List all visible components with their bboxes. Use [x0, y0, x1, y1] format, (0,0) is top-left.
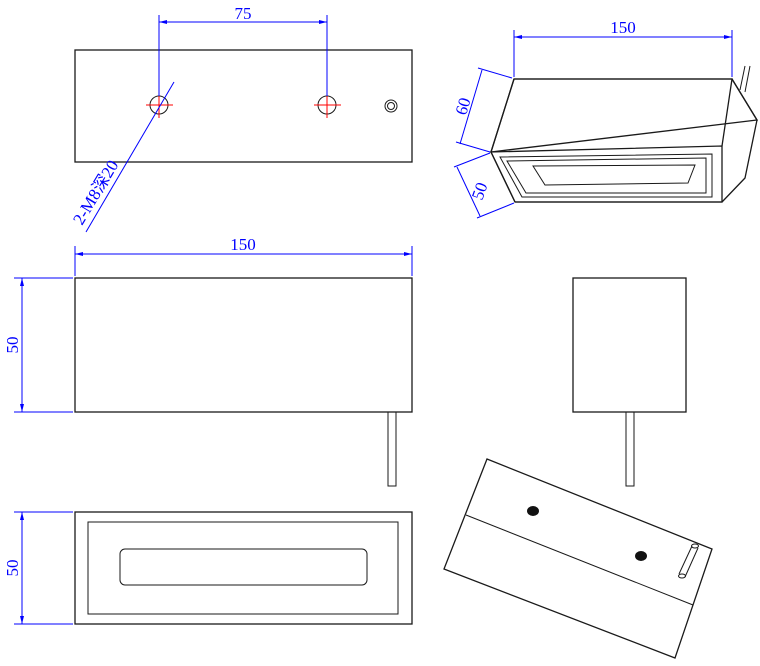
- cable-gland: [384, 99, 398, 113]
- bottom-view-outline: [74, 511, 413, 625]
- rotated-cable-a: [678, 545, 693, 575]
- iso-front-left-edge: [490, 151, 516, 203]
- iso-dim-60-ext-top: [477, 67, 513, 79]
- front-dim-50-arrow-top: [20, 278, 24, 286]
- iso-dim-50-label: 50: [468, 180, 492, 202]
- rotated-hole-left: [527, 506, 539, 516]
- iso-dim-150-label: 150: [610, 18, 636, 37]
- rotated-cable-b: [684, 547, 699, 578]
- bottom-view: 50: [3, 511, 413, 625]
- iso-slot: [532, 164, 696, 186]
- rotated-view-edge: [465, 514, 694, 606]
- dim-75-label: 75: [235, 4, 252, 23]
- dim-75-arrow-right: [319, 20, 327, 24]
- side-view: [572, 277, 687, 487]
- iso-dim-50-line: [456, 166, 481, 217]
- iso-dim-50-ext-top: [453, 152, 491, 168]
- front-dim-50-label: 50: [3, 337, 22, 354]
- iso-right-side: [721, 78, 758, 203]
- rotated-view: [443, 458, 713, 659]
- rotated-cable-end: [691, 543, 699, 549]
- top-view: 75 2-M8深20: [69, 4, 413, 233]
- front-view-cable: [387, 411, 397, 487]
- iso-dim-150-arrow-left: [514, 35, 522, 39]
- iso-top-face: [490, 78, 759, 153]
- iso-inner-frame: [499, 153, 713, 198]
- iso-view: 150 60 50: [452, 18, 759, 219]
- iso-dim-60-ext-bottom: [455, 141, 491, 153]
- iso-dim-150-arrow-right: [724, 35, 732, 39]
- top-view-outline: [74, 49, 413, 163]
- front-dim-150-arrow-right: [404, 252, 412, 256]
- front-view: 150 50: [3, 235, 413, 487]
- bottom-dim-50-label: 50: [3, 560, 22, 577]
- side-view-cable: [625, 411, 635, 487]
- iso-cable-b: [744, 65, 751, 93]
- bottom-dim-50-arrow-top: [20, 512, 24, 520]
- front-dim-50-arrow-bottom: [20, 404, 24, 412]
- rotated-hole-right: [635, 551, 647, 561]
- front-view-outline: [74, 277, 413, 413]
- bottom-view-inner-frame: [87, 521, 399, 615]
- rotated-view-outline: [443, 458, 713, 659]
- iso-left-edge: [490, 78, 515, 153]
- iso-dim-50-ext-bottom: [476, 202, 515, 219]
- cable-gland-inner: [387, 102, 395, 110]
- iso-dim-60-label: 60: [452, 96, 475, 118]
- front-dim-150-arrow-left: [75, 252, 83, 256]
- rotated-cable-base: [678, 573, 686, 579]
- hole-note-leader: [85, 81, 175, 233]
- iso-cable-a: [739, 65, 746, 91]
- front-dim-150-label: 150: [230, 235, 256, 254]
- hole-note-label: 2-M8深20: [69, 157, 122, 228]
- iso-dim-60-line: [459, 69, 483, 145]
- side-view-outline: [572, 277, 687, 413]
- iso-inner-frame-2: [506, 157, 707, 194]
- bottom-dim-50-arrow-bottom: [20, 616, 24, 624]
- bottom-view-slot: [119, 548, 368, 586]
- dim-75-arrow-left: [159, 20, 167, 24]
